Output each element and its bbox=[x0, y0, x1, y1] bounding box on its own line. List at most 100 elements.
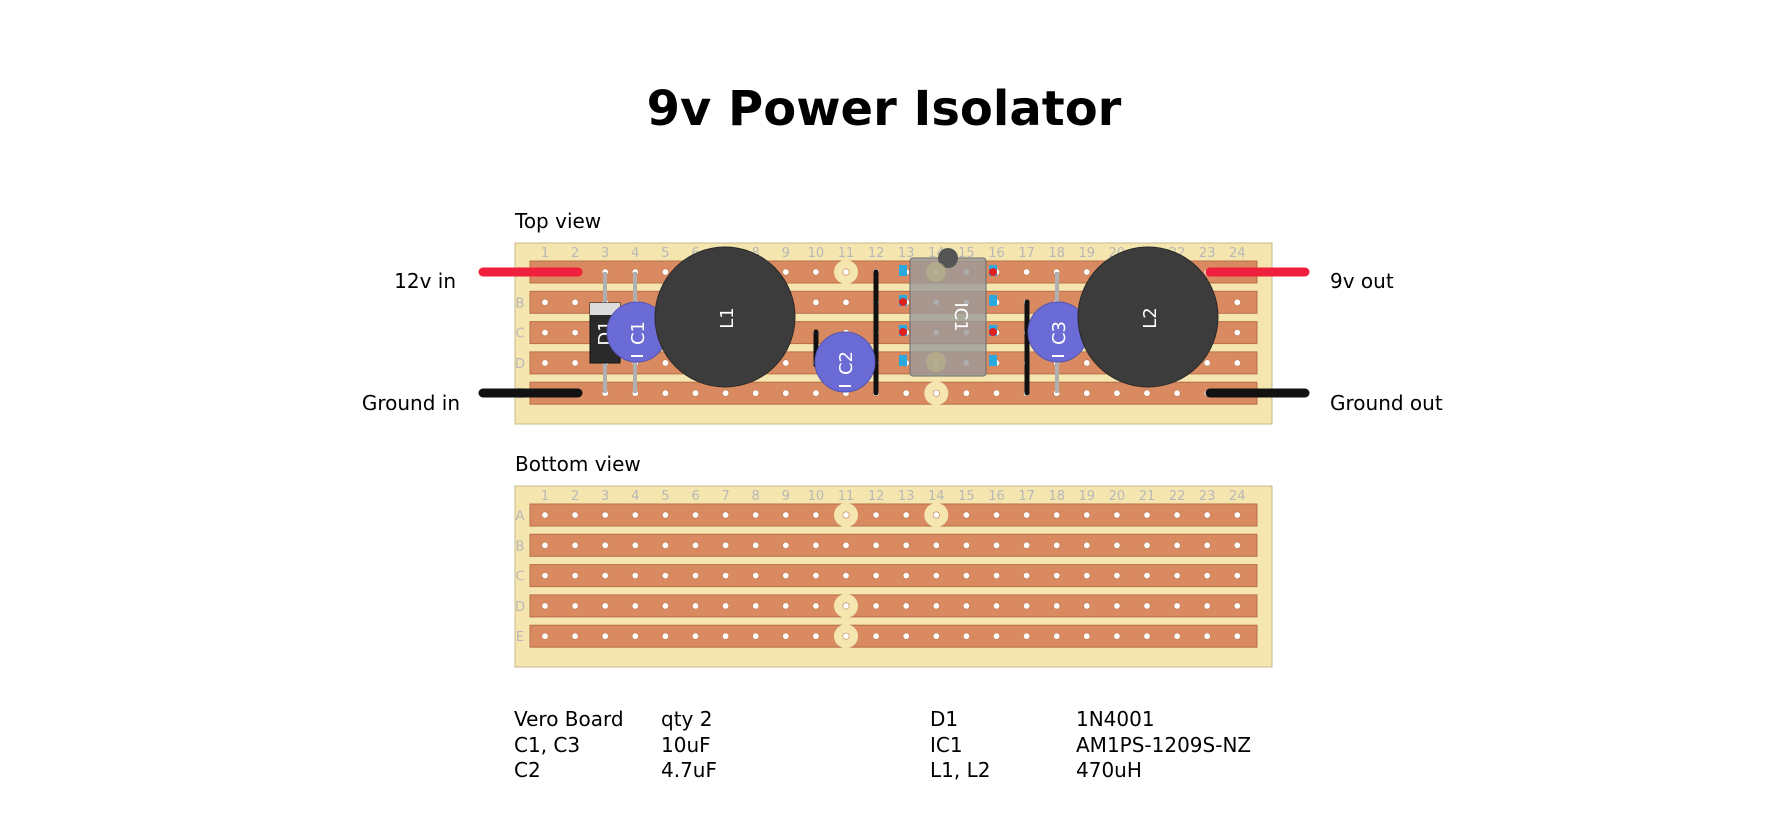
hole bbox=[571, 359, 579, 367]
hole bbox=[1203, 602, 1211, 610]
hole bbox=[962, 602, 970, 610]
column-number: 19 bbox=[1079, 246, 1096, 261]
hole bbox=[722, 632, 730, 640]
hole bbox=[1203, 511, 1211, 519]
row-label: A bbox=[516, 509, 525, 524]
column-number: 24 bbox=[1229, 246, 1246, 261]
hole bbox=[992, 511, 1000, 519]
hole bbox=[932, 572, 940, 580]
column-number: 5 bbox=[661, 246, 669, 261]
c3-label: C3 bbox=[1049, 321, 1070, 345]
hole bbox=[842, 298, 850, 306]
hole bbox=[1083, 268, 1091, 276]
hole bbox=[691, 632, 699, 640]
hole bbox=[1143, 511, 1151, 519]
copper-strip bbox=[529, 533, 1258, 557]
column-number: 15 bbox=[958, 246, 975, 261]
hole bbox=[1173, 572, 1181, 580]
diode-d1-band bbox=[590, 303, 620, 315]
hole bbox=[752, 511, 760, 519]
ic1-pin-marker bbox=[926, 352, 946, 372]
hole bbox=[661, 511, 669, 519]
hole bbox=[992, 389, 1000, 397]
column-number: 10 bbox=[808, 246, 825, 261]
hole bbox=[902, 389, 910, 397]
hole bbox=[962, 572, 970, 580]
hole bbox=[691, 602, 699, 610]
hole bbox=[992, 541, 1000, 549]
hole bbox=[1083, 359, 1091, 367]
hole bbox=[1083, 541, 1091, 549]
hole bbox=[661, 572, 669, 580]
column-number: 12 bbox=[868, 246, 885, 261]
hole bbox=[812, 389, 820, 397]
hole bbox=[1053, 572, 1061, 580]
hole bbox=[782, 602, 790, 610]
hole bbox=[812, 298, 820, 306]
bom-ref: L1, L2 bbox=[930, 758, 990, 782]
column-number: 4 bbox=[631, 489, 639, 504]
hole bbox=[782, 389, 790, 397]
hole bbox=[601, 511, 609, 519]
hole bbox=[571, 541, 579, 549]
hole bbox=[962, 389, 970, 397]
components: D1 C1 L1 C2 bbox=[478, 246, 1310, 398]
hole bbox=[842, 632, 850, 640]
hole bbox=[1053, 632, 1061, 640]
hole bbox=[902, 572, 910, 580]
column-number: 2 bbox=[571, 489, 579, 504]
hole bbox=[571, 572, 579, 580]
hole bbox=[1113, 602, 1121, 610]
hole bbox=[601, 541, 609, 549]
hole bbox=[1113, 572, 1121, 580]
hole bbox=[1113, 511, 1121, 519]
hole bbox=[812, 511, 820, 519]
hole bbox=[1083, 632, 1091, 640]
column-number: 17 bbox=[1018, 489, 1035, 504]
ic1-pad bbox=[899, 355, 907, 366]
hole bbox=[601, 602, 609, 610]
ic1-notch-icon bbox=[938, 248, 958, 268]
hole bbox=[872, 572, 880, 580]
column-number: 11 bbox=[838, 489, 855, 504]
bom-value: qty 2 bbox=[661, 707, 712, 731]
hole bbox=[752, 389, 760, 397]
column-number: 2 bbox=[571, 246, 579, 261]
ic1-pin-marker bbox=[926, 262, 946, 282]
bottom-view-label: Bottom view bbox=[515, 452, 641, 476]
ic1-body bbox=[909, 257, 987, 377]
hole bbox=[661, 268, 669, 276]
copper-strips bbox=[529, 503, 1258, 648]
ic1-label: IC1 bbox=[950, 302, 971, 331]
bom-ref: D1 bbox=[930, 707, 958, 731]
hole bbox=[902, 602, 910, 610]
bom-ref: C1, C3 bbox=[514, 733, 580, 757]
bom-ref: IC1 bbox=[930, 733, 963, 757]
hole bbox=[872, 541, 880, 549]
hole bbox=[661, 632, 669, 640]
hole bbox=[691, 572, 699, 580]
hole bbox=[1203, 541, 1211, 549]
hole bbox=[631, 572, 639, 580]
column-number: 16 bbox=[988, 489, 1005, 504]
hole bbox=[1233, 541, 1241, 549]
hole bbox=[1113, 541, 1121, 549]
hole bbox=[661, 541, 669, 549]
hole bbox=[812, 268, 820, 276]
hole bbox=[1083, 389, 1091, 397]
column-number: 6 bbox=[691, 489, 699, 504]
copper-strip bbox=[529, 594, 1258, 618]
hole bbox=[722, 511, 730, 519]
hole bbox=[992, 632, 1000, 640]
hole bbox=[1173, 389, 1181, 397]
column-number: 3 bbox=[601, 489, 609, 504]
ic1-pad bbox=[989, 355, 997, 366]
hole bbox=[1053, 541, 1061, 549]
column-number: 16 bbox=[988, 246, 1005, 261]
hole bbox=[1143, 572, 1151, 580]
hole bbox=[1053, 511, 1061, 519]
bom-ref: C2 bbox=[514, 758, 541, 782]
hole bbox=[1173, 511, 1181, 519]
